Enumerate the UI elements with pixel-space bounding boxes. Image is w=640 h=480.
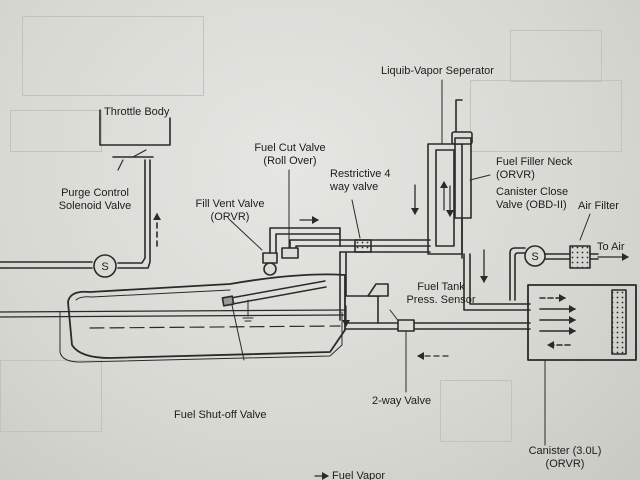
separator-to-canister-pipes — [463, 249, 531, 311]
label-tank-press-sensor: Fuel Tank Press. Sensor — [396, 281, 486, 307]
canister-close-valve — [524, 245, 546, 267]
label-line: (ORVR) — [496, 169, 535, 181]
purge-line — [0, 159, 161, 269]
label-air-filter: Air Filter — [578, 200, 619, 212]
fill-vent-valve — [229, 219, 278, 276]
purge-solenoid-symbol: S — [101, 261, 108, 273]
label-two-way-valve: 2-way Valve — [372, 395, 432, 407]
frame-rod — [0, 309, 346, 313]
label-line: Fuel Tank — [417, 281, 465, 293]
canister — [527, 284, 637, 446]
label-throttle-body: Throttle Body — [104, 106, 170, 118]
label-purge-control: Purge Control Solenoid Valve — [40, 187, 150, 213]
fuel-tank-press-sensor — [367, 283, 389, 324]
label-line: Fuel Filler Neck — [496, 156, 573, 168]
label-line: Restrictive 4 — [330, 168, 391, 180]
ghost-box — [10, 110, 102, 152]
fuel-filler-neck — [451, 99, 491, 259]
label-restrictive-valve: Restrictive 4 way valve — [330, 168, 391, 194]
label-line: (Roll Over) — [263, 155, 317, 167]
label-fill-vent-valve: Fill Vent Valve (ORVR) — [182, 198, 278, 224]
ghost-box — [22, 16, 204, 96]
label-canister: Canister (3.0L) (ORVR) — [515, 445, 615, 471]
liquid-vapor-separator — [427, 79, 463, 255]
two-way-valve — [397, 319, 415, 393]
label-line: Solenoid Valve — [58, 200, 132, 212]
vent-piping — [269, 199, 431, 254]
canister-close-symbol: S — [531, 251, 538, 263]
label-separator: Liquib-Vapor Seperator — [381, 65, 494, 77]
ghost-box — [0, 360, 102, 432]
label-fuel-cut-valve: Fuel Cut Valve (Roll Over) — [240, 142, 340, 168]
label-line: Fill Vent Valve — [195, 198, 265, 210]
label-line: (ORVR) — [210, 211, 250, 223]
label-line: Fuel Cut Valve — [254, 142, 326, 154]
label-line: (ORVR) — [545, 458, 585, 470]
ghost-box — [440, 380, 512, 442]
label-to-air: To Air — [597, 241, 625, 253]
throttle-body — [99, 109, 171, 171]
label-line: Press. Sensor — [406, 294, 476, 306]
label-line: way valve — [330, 181, 379, 193]
label-fuel-shutoff-valve: Fuel Shut-off Valve — [174, 409, 267, 421]
label-line: Canister Close — [496, 186, 569, 198]
fuel-tank — [59, 273, 346, 363]
label-fuel-filler-neck: Fuel Filler Neck (ORVR) — [496, 156, 572, 182]
label-line: Valve (OBD-II) — [496, 199, 567, 211]
air-filter — [569, 213, 591, 269]
label-line: Purge Control — [61, 187, 129, 199]
filler-pipe — [221, 280, 327, 361]
label-line: Canister (3.0L) — [528, 445, 602, 457]
ghost-box — [510, 30, 602, 82]
canister-close-valve-line — [509, 247, 629, 301]
purge-solenoid-valve — [93, 254, 117, 278]
label-canister-close-valve: Canister Close Valve (OBD-II) — [496, 186, 568, 212]
label-legend-fuel-vapor: Fuel Vapor — [332, 470, 385, 480]
ghost-box — [470, 80, 622, 152]
vapor-line-to-canister — [339, 251, 531, 330]
frame-rod — [0, 314, 346, 318]
